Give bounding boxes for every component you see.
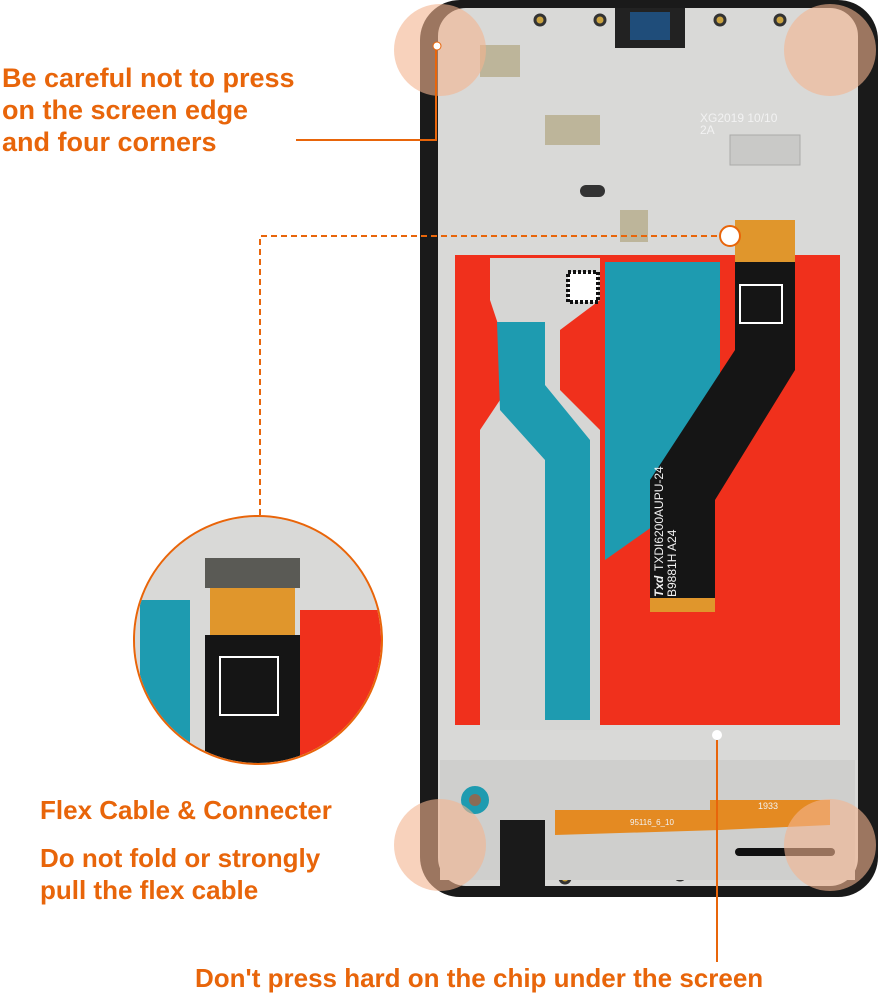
zoom-circle-border <box>133 515 383 765</box>
board-date: 1933 <box>758 801 778 811</box>
corner-pointer-line <box>296 48 437 141</box>
contact-pad <box>480 45 520 77</box>
flex-warning-line: pull the flex cable <box>40 875 259 905</box>
flex-connector <box>735 220 795 265</box>
frame-rev: 2A <box>700 123 715 137</box>
flex-brand: Txd <box>652 575 666 597</box>
flex-title: Flex Cable & Connecter <box>40 795 332 825</box>
usb-port-area <box>500 820 545 890</box>
board-code: 95116_6_10 <box>630 818 674 827</box>
frame-code: XG2019 10/10 <box>700 111 778 125</box>
vibrator <box>461 786 489 814</box>
corner-warning-line: Be careful not to press <box>2 63 295 93</box>
flex-warning-line: Do not fold or strongly <box>40 843 321 873</box>
corner-warning-line: on the screen edge <box>2 95 249 125</box>
flex-pointer-dot <box>719 225 741 247</box>
flex-warning: Do not fold or strongly pull the flex ca… <box>40 842 320 906</box>
flex-tail <box>650 598 715 612</box>
contact-pad <box>545 115 600 145</box>
chip-marker <box>739 284 783 324</box>
qr-code <box>566 270 600 304</box>
flex-pointer-line <box>259 235 720 515</box>
front-camera <box>630 12 670 40</box>
flex-cable <box>650 262 795 605</box>
chip-location-dot <box>712 730 722 740</box>
contact-pad <box>620 210 648 242</box>
corner-pointer-dot <box>432 41 442 51</box>
screw-slot <box>580 185 605 197</box>
teal-film-left <box>497 322 590 720</box>
flex-model: B9881H A24 <box>665 529 679 597</box>
chip-warning: Don't press hard on the chip under the s… <box>195 963 764 993</box>
corner-highlights <box>394 4 876 891</box>
corner-warning: Be careful not to press on the screen ed… <box>2 62 295 158</box>
flex-code: TXDI6200AUPU-24 <box>652 466 666 571</box>
corner-warning-line: and four corners <box>2 127 217 157</box>
bottom-flex <box>555 800 830 835</box>
frame-plate <box>729 134 801 166</box>
